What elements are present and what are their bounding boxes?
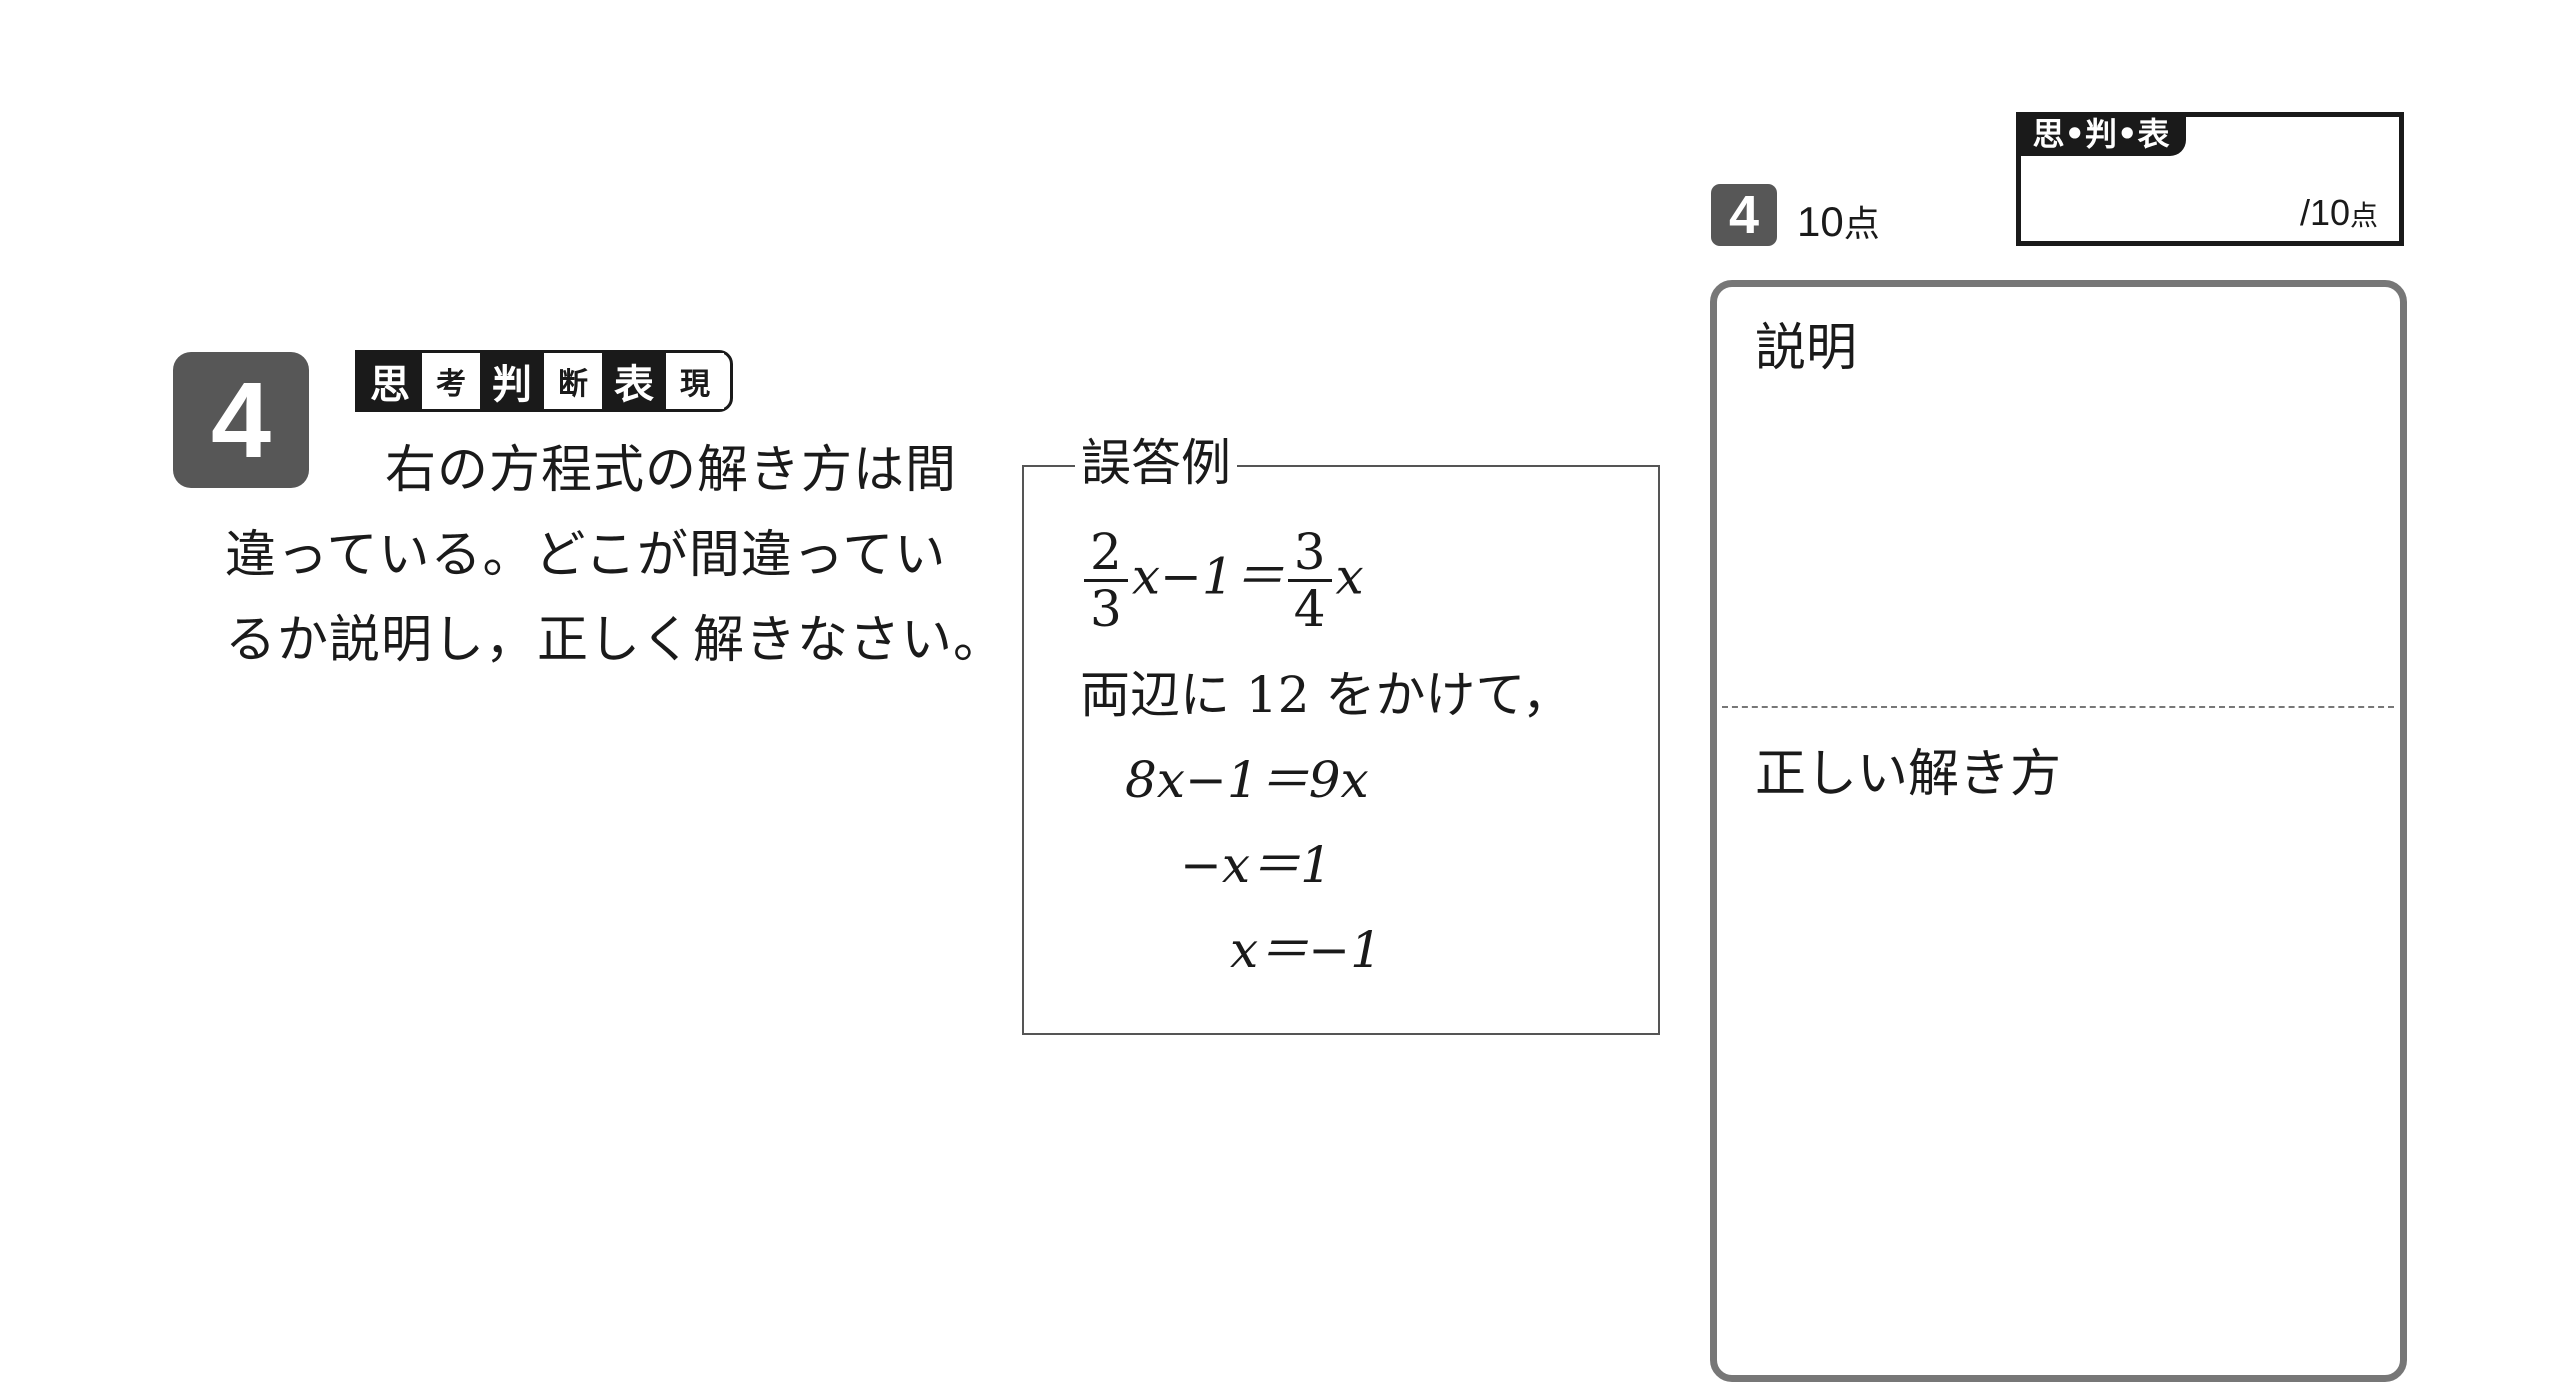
score-number-badge: 4: [1711, 184, 1777, 246]
category-chip: 考: [422, 353, 480, 409]
fraction-left: 2 3: [1084, 525, 1128, 636]
equation-end: x: [1335, 547, 1364, 606]
equation-line-2: 両辺に 12 をかけて，: [1080, 666, 1572, 724]
equation-line-4: −x＝1: [1180, 836, 1332, 894]
equation-line-1: 2 3 x−1＝ 3 4 x: [1080, 525, 1364, 636]
explanation-label: 説明: [1755, 319, 1858, 378]
category-chip: 現: [666, 353, 724, 409]
category-chip: 思: [358, 353, 422, 409]
category-chip: 判: [480, 353, 544, 409]
equation-line-5: x＝−1: [1230, 921, 1382, 979]
problem-number-badge: 4: [173, 352, 309, 488]
score-box: [2016, 112, 2404, 246]
question-line: 右の方程式の解き方は間: [385, 441, 958, 500]
score-category-label: 思•判•表: [2016, 112, 2186, 156]
score-points: 10点: [1797, 198, 1880, 245]
category-chips: 思 考 判 断 表 現: [355, 350, 733, 412]
equation-mid: x−1＝: [1131, 547, 1284, 606]
question-text: 右の方程式の解き方は間 違っている。どこが間違ってい るか説明し，正しく解きなさ…: [225, 428, 1025, 683]
category-chip: 断: [544, 353, 602, 409]
score-max: /10点: [2300, 192, 2379, 233]
question-line: 違っている。どこが間違ってい: [225, 526, 947, 585]
question-line: るか説明し，正しく解きなさい。: [225, 611, 1006, 670]
answer-box[interactable]: [1710, 280, 2407, 1382]
equation-line-3: 8x−1＝9x: [1125, 751, 1369, 809]
answer-divider: [1722, 706, 2394, 708]
error-example-box: [1022, 465, 1660, 1035]
fraction-right: 3 4: [1287, 525, 1332, 636]
error-example-title: 誤答例: [1075, 432, 1237, 494]
solution-label: 正しい解き方: [1755, 745, 2062, 804]
category-chip: 表: [602, 353, 666, 409]
